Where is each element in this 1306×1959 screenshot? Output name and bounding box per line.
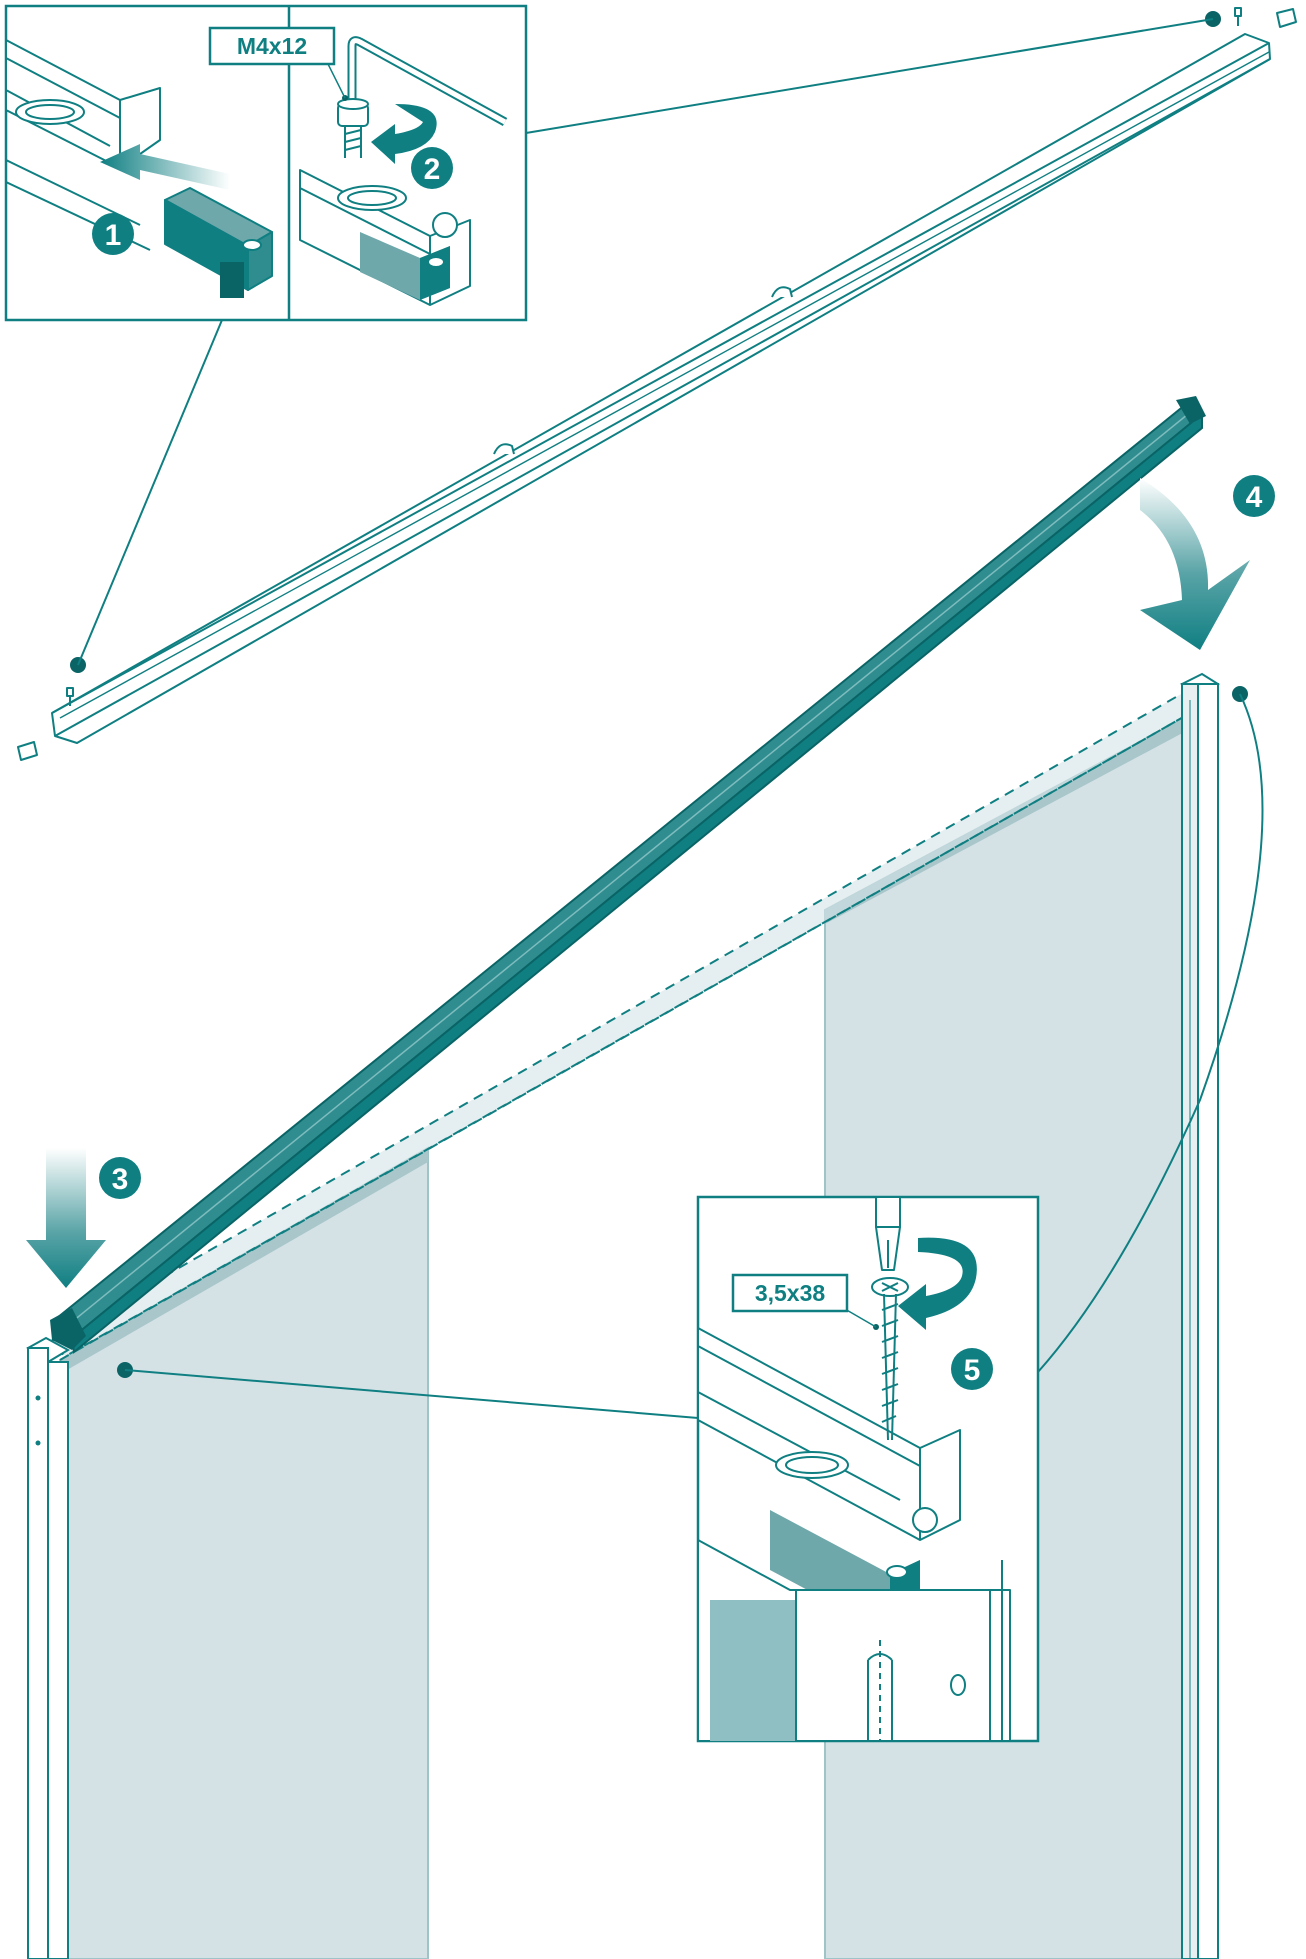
bolt-icon — [1234, 7, 1242, 26]
leader-line — [77, 319, 223, 666]
leader-line — [1037, 693, 1264, 1373]
screw-label-m4-box — [208, 26, 336, 66]
step-3-badge — [99, 1157, 141, 1199]
bolt-icon — [66, 687, 74, 706]
down-arrow-icon — [26, 1148, 106, 1288]
leader-line — [525, 18, 1214, 134]
step-1-label: 1 — [105, 219, 122, 252]
end-cap — [17, 741, 38, 761]
screw-label-wood: 3,5x38 — [755, 1280, 826, 1306]
step-1-badge — [92, 213, 134, 255]
detail-inset-bottom: 3,5x38 5 — [696, 1195, 1040, 1743]
frame-post-right — [1179, 672, 1221, 1959]
rail-stopper — [493, 443, 515, 455]
rail-stop-block — [164, 187, 273, 298]
wood-screw-icon — [871, 1277, 909, 1441]
rotate-arrow-icon — [898, 1237, 977, 1330]
bolt-icon — [337, 98, 369, 158]
leader-line — [124, 1369, 699, 1419]
top-rail-assembly — [17, 7, 1297, 761]
end-cap — [1276, 8, 1297, 28]
screw-label-m4: M4x12 — [237, 33, 307, 59]
rail-stopper — [771, 286, 793, 298]
detail-inset-top: 1 — [4, 4, 528, 322]
rotate-arrow-icon — [371, 104, 437, 164]
step-5-label: 5 — [964, 1354, 981, 1387]
leader-line — [325, 59, 346, 99]
step-2-badge — [411, 147, 453, 189]
step-3-label: 3 — [112, 1163, 129, 1196]
screwdriver-icon — [875, 1197, 901, 1271]
down-arrow-icon — [1140, 478, 1250, 650]
step-4-badge — [1233, 475, 1275, 517]
screw-label-wood-box — [731, 1273, 849, 1313]
teal-top-rail — [50, 396, 1206, 1354]
frame-post-left — [26, 1336, 71, 1959]
step-5-badge — [951, 1348, 993, 1390]
step-2-label: 2 — [424, 153, 441, 186]
step-4-label: 4 — [1246, 481, 1263, 514]
push-arrow-icon — [100, 144, 230, 190]
allen-key-icon — [347, 36, 508, 126]
